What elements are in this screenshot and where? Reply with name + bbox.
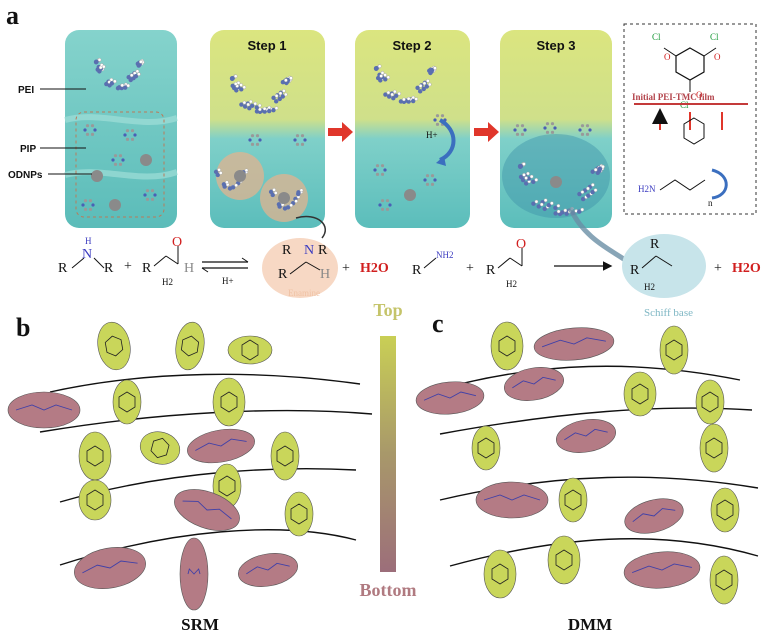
r2-prod-h2: H2 (644, 282, 655, 292)
step-3-label: Step 3 (536, 38, 575, 53)
r1-r-ald: R (142, 261, 152, 276)
gradient-bar (380, 336, 396, 572)
inset-box: Cl Cl Cl O O O Initial PEI-TMC film H2N … (623, 23, 757, 215)
r1-r-left: R (58, 261, 68, 276)
r1-h: H (85, 236, 92, 246)
inset-o-1: O (664, 52, 671, 62)
r1-h2: H2 (162, 277, 173, 287)
r2-h2o: H2O (732, 261, 761, 276)
panel-label-a: a (6, 1, 19, 30)
reaction-schiff-base: R NH2 + R O H2 R R H2 Schiff base + H2O (412, 234, 761, 319)
r2-nh2: NH2 (436, 250, 454, 260)
r1-plus-2: + (342, 261, 350, 276)
label-pei: PEI (18, 85, 34, 96)
inset-o-3: O (696, 90, 703, 100)
red-arrow-1 (328, 122, 353, 142)
r1-prod-h: H (320, 267, 330, 282)
label-odnps: ODNPs (8, 170, 43, 181)
inset-o-2: O (714, 52, 721, 62)
depth-legend: Top Bottom (360, 300, 417, 600)
r1-prod-r3: R (278, 267, 288, 282)
r2-plus-2: + (714, 261, 722, 276)
network-srm (7, 321, 373, 611)
label-pip: PIP (20, 144, 36, 155)
step-2-label: Step 2 (392, 38, 431, 53)
r1-prod-n: N (304, 243, 314, 258)
r2-plus-1: + (466, 261, 474, 276)
r1-r-right: R (104, 261, 114, 276)
inset-h2n: H2N (638, 184, 656, 194)
red-arrow-2 (474, 122, 499, 142)
odnp-spheres (91, 154, 562, 211)
r1-prod-r2: R (318, 243, 328, 258)
panel-label-c: c (432, 309, 444, 338)
inset-subscript-n: n (708, 198, 713, 208)
step2-hplus: H+ (426, 130, 438, 140)
panel-label-b: b (16, 313, 30, 342)
r2-prod-r-top: R (650, 237, 660, 252)
reaction-enamine: R N H R + R O H2 H H+ R N R R H Enamine … (58, 235, 389, 298)
connector-step3 (567, 206, 630, 265)
tank-step-1 (210, 30, 325, 228)
side-labels: PEI PIP ODNPs (8, 85, 92, 181)
r1-product-name: Enamine (288, 288, 320, 298)
label-srm: SRM (181, 615, 219, 634)
r1-hplus: H+ (222, 276, 234, 286)
legend-top: Top (373, 300, 402, 320)
connector-step1 (295, 215, 326, 239)
r1-o: O (172, 235, 182, 250)
legend-bottom: Bottom (360, 580, 417, 600)
r2-o: O (516, 237, 526, 252)
r1-h2o: H2O (360, 261, 389, 276)
r2-r-ald: R (486, 263, 496, 278)
r2-r: R (412, 263, 422, 278)
r2-product-name: Schiff base (644, 307, 693, 319)
r2-h2: H2 (506, 279, 517, 289)
tank-initial (64, 30, 178, 228)
r1-n: N (82, 247, 92, 262)
inset-cl-1: Cl (652, 32, 661, 42)
network-dmm (415, 321, 759, 605)
r1-prod-r1: R (282, 243, 292, 258)
r1-plus-1: + (124, 259, 132, 274)
step-1-label: Step 1 (247, 38, 286, 53)
label-dmm: DMM (568, 615, 612, 634)
inset-title: Initial PEI-TMC film (632, 92, 715, 102)
r1-h-ald: H (184, 261, 194, 276)
inset-cl-2: Cl (710, 32, 719, 42)
r2-prod-r: R (630, 263, 640, 278)
